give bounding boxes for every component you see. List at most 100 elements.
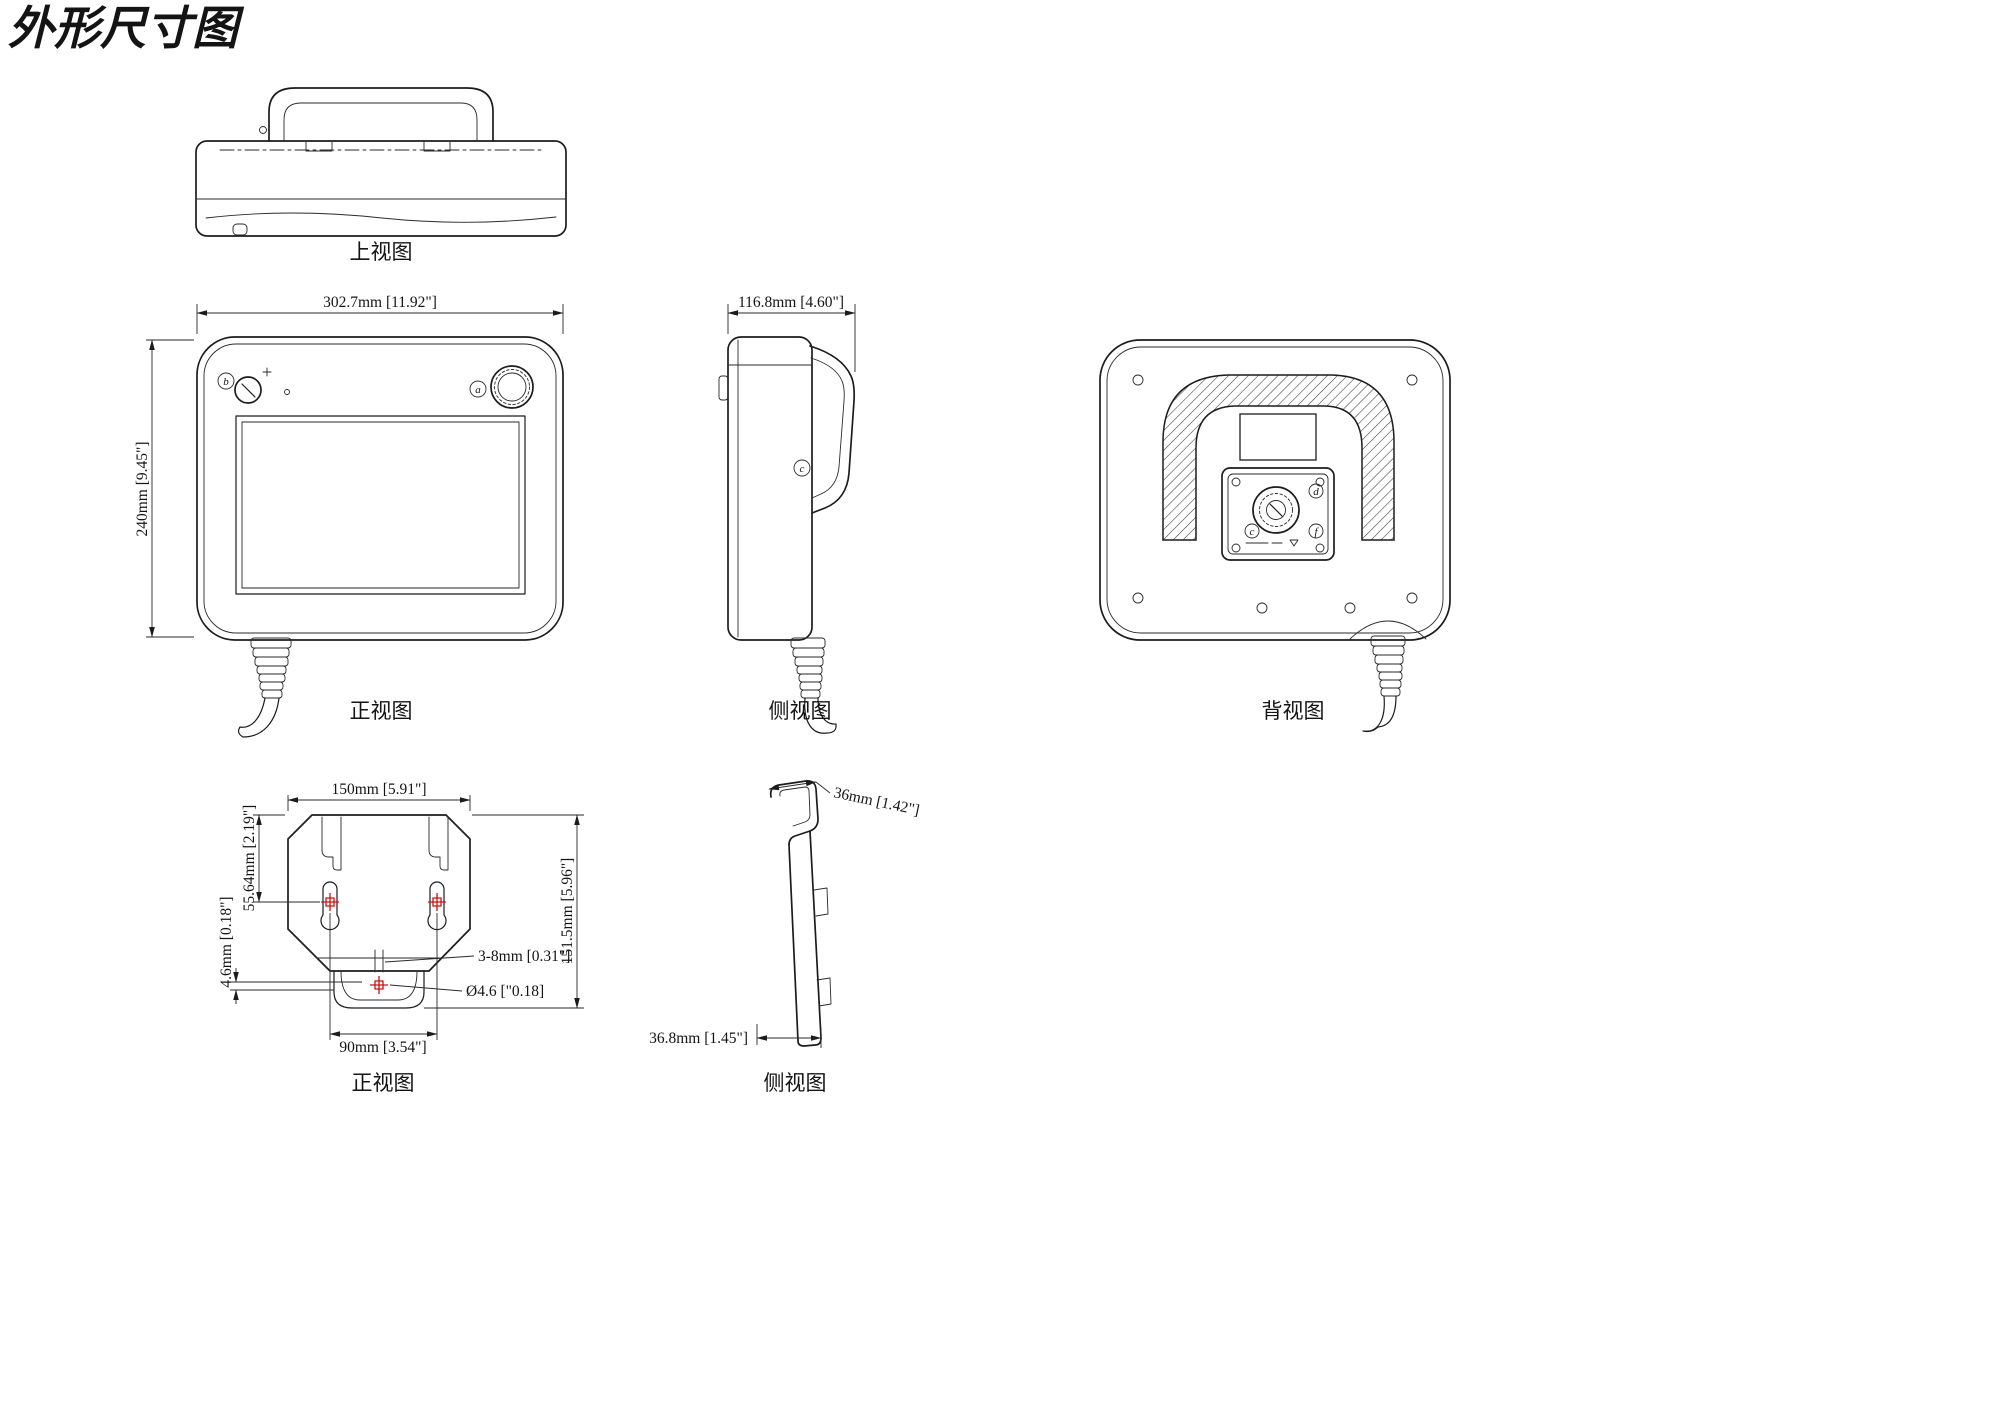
estop-button-ring — [490, 365, 534, 409]
bracket-height-extension-lines — [424, 814, 584, 1009]
key-switch-slot — [241, 383, 256, 398]
bracketside-tab-upper — [813, 887, 829, 917]
bracket-foot-dim-text: 4.6mm [0.18"] — [218, 896, 235, 987]
screw — [1344, 602, 1356, 614]
bracket-slot-spacing-extension-lines — [329, 913, 438, 1040]
callout-f-text: f — [1314, 526, 1319, 538]
back-handle-hatched — [1162, 374, 1395, 541]
bracket-hook-offset-dim-text: 55.64mm [2.19"] — [241, 805, 258, 912]
key-switch — [234, 376, 262, 404]
callout-f-circle — [1308, 523, 1324, 539]
front-body-outline — [196, 336, 564, 641]
boot-segment — [252, 647, 290, 658]
side-depth-dim-text: 116.8mm [4.60"] — [738, 294, 844, 311]
boot-segment — [800, 689, 821, 699]
bracket-hook-left — [321, 816, 342, 871]
front-view-label: 正视图 — [350, 699, 413, 723]
top-view-label: 上视图 — [350, 240, 413, 264]
crosshair-bottom-hole — [370, 976, 388, 994]
front-width-extension-lines — [196, 304, 564, 334]
estop-button — [497, 372, 527, 402]
bracket-width-dim-text: 150mm [5.91"] — [331, 781, 426, 798]
bracket-side-label: 侧视图 — [764, 1071, 827, 1095]
screw — [1231, 477, 1241, 487]
front-screen — [241, 421, 520, 589]
boot-segment — [261, 689, 283, 699]
side-handle-outline — [809, 345, 856, 514]
view-side: 116.8mm [4.60"] c 侧视图 — [718, 294, 856, 734]
callout-c2-text: c — [1250, 526, 1255, 538]
back-cable-recess-arc — [1349, 620, 1427, 640]
bracketside-top-dim-leader — [815, 781, 831, 794]
boot-segment — [259, 681, 284, 691]
battery-cover-inner-line — [1227, 473, 1329, 555]
boot-segment — [794, 656, 824, 667]
crosshair-slot-left — [321, 893, 339, 911]
bracket-slot-width-leader — [384, 955, 475, 963]
boot-segment — [796, 665, 823, 675]
top-handle-outline — [268, 87, 494, 142]
side-body-outline — [727, 336, 813, 641]
boot-segment — [1370, 635, 1406, 647]
bracketside-top-dim-line — [768, 780, 817, 791]
front-screen-bezel — [235, 415, 526, 595]
top-body-outline — [195, 140, 567, 237]
back-body-inner-line — [1106, 346, 1444, 634]
back-body-outline — [1099, 339, 1451, 641]
bracket-hook-offset-extension-lines — [253, 814, 320, 903]
callout-c2-circle — [1244, 523, 1260, 539]
battery-cap-text-ring — [1259, 493, 1293, 527]
bracketside-depth-extension-lines — [756, 1024, 822, 1048]
screw — [1256, 602, 1268, 614]
boot-segment — [256, 665, 287, 675]
screw — [1132, 374, 1144, 386]
screw — [1231, 543, 1241, 553]
view-front: 302.7mm [11.92"] 240mm [9.45"] b a 正视图 — [134, 294, 564, 738]
back-cable — [1362, 695, 1397, 733]
bracket-plate-outline — [287, 814, 471, 972]
callout-a-circle — [469, 380, 487, 398]
callout-c-text: c — [800, 463, 805, 475]
bracketside-hook-inner-line — [779, 786, 811, 827]
view-bracket-front: 150mm [5.91"] 55.64mm [2.19"] 4.6mm [0.1… — [218, 781, 584, 1095]
page-title: 外形尺寸图 — [8, 3, 245, 54]
front-body-inner-line — [203, 343, 557, 634]
top-handle-inner-line — [283, 102, 478, 142]
boot-segment — [258, 673, 286, 683]
callout-b-text: b — [223, 376, 229, 388]
bracket-foot-outline — [333, 970, 425, 1009]
side-view-label: 侧视图 — [769, 699, 832, 723]
bracket-keyhole-slot-right — [427, 881, 447, 931]
bracketside-tab-lower — [816, 977, 832, 1007]
boot-segment — [1380, 687, 1401, 697]
front-cable — [237, 697, 280, 738]
bracket-slot-spacing-dim-text: 90mm [3.54"] — [339, 1039, 426, 1056]
battery-cap-slot — [1269, 503, 1283, 517]
back-view-label: 背视图 — [1262, 699, 1325, 723]
callout-a-text: a — [475, 384, 481, 396]
side-body-detail-lines — [728, 339, 812, 638]
view-bracket-side: 36mm [1.42"] 36.8mm [1.45"] 侧视图 — [649, 780, 921, 1095]
screw — [1315, 543, 1325, 553]
bracket-keyhole-slot-left — [320, 881, 340, 931]
back-label-window — [1239, 413, 1317, 461]
screw — [1315, 477, 1325, 487]
boot-segment — [1376, 663, 1403, 673]
battery-cover-plate — [1221, 467, 1335, 561]
top-handle-screw — [259, 126, 267, 134]
screw — [1406, 592, 1418, 604]
boot-segment — [254, 656, 289, 667]
front-width-dim-text: 302.7mm [11.92"] — [323, 294, 437, 311]
bracket-slot-tick-lines — [374, 949, 384, 973]
front-mic-hole — [284, 389, 290, 395]
screw — [1132, 592, 1144, 604]
bracketside-strip — [788, 830, 822, 1047]
bracketside-top-dim-text: 36mm [1.42"] — [832, 784, 921, 819]
battery-plate-logo-mark — [1245, 539, 1299, 547]
crosshair-slot-right — [428, 893, 446, 911]
callout-d-circle — [1308, 483, 1324, 499]
side-cable-boot — [790, 637, 826, 699]
boot-segment — [798, 673, 823, 683]
